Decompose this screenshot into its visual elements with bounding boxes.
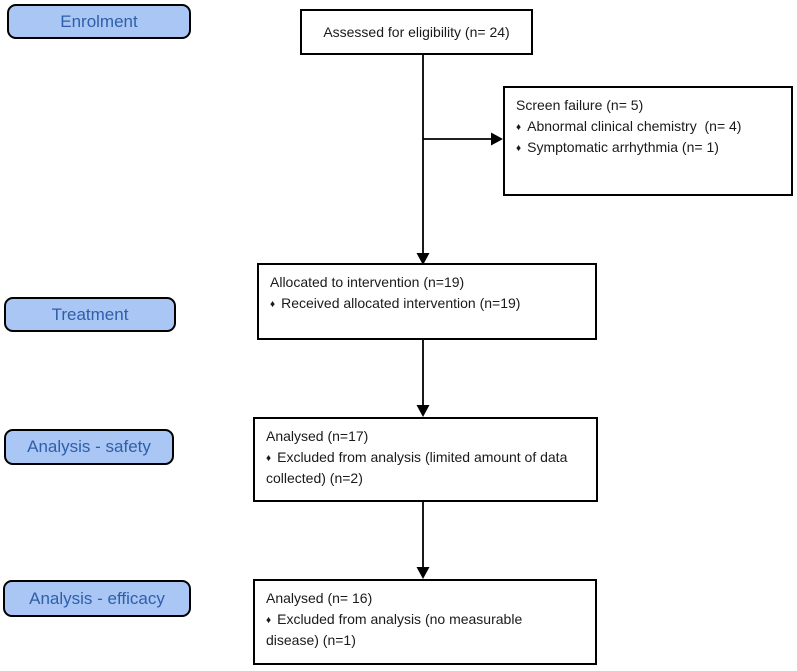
bullet-item: ♦ Abnormal clinical chemistry (n= 4) (516, 116, 767, 137)
stage-label-analysis-safety: Analysis - safety (4, 429, 174, 465)
stage-label-text: Analysis - efficacy (29, 588, 165, 608)
flow-box-analysed-efficacy: Analysed (n= 16) ♦Excluded from analysis… (253, 579, 597, 665)
bullet-text: Symptomatic arrhythmia (n= 1) (527, 139, 719, 155)
stage-label-enrolment: Enrolment (7, 4, 191, 39)
bullet-item: ♦ Received allocated intervention (n=19) (270, 293, 571, 314)
stage-label-analysis-efficacy: Analysis - efficacy (3, 580, 191, 617)
stage-label-treatment: Treatment (4, 297, 176, 332)
diamond-bullet-icon: ♦ (270, 299, 276, 310)
bullet-item: ♦Excluded from analysis (limited amount … (266, 447, 572, 489)
bullet-text: Received allocated intervention (n=19) (281, 295, 521, 311)
arrow-allocated-to-analysed-safety (416, 340, 430, 417)
box-title: Screen failure (n= 5) (516, 97, 644, 113)
flow-box-screen-failure: Screen failure (n= 5) ♦ Abnormal clinical… (503, 86, 793, 196)
box-title: Assessed for eligibility (n= 24) (323, 23, 510, 40)
flow-box-assessed: Assessed for eligibility (n= 24) (300, 9, 533, 55)
bullet-text: Abnormal clinical chemistry (n= 4) (527, 118, 742, 134)
bullet-text: Excluded from analysis (limited amount o… (266, 449, 572, 486)
diamond-bullet-icon: ♦ (266, 453, 272, 464)
bullet-text: Excluded from analysis (no measurable di… (266, 611, 527, 648)
stage-label-text: Treatment (51, 304, 129, 324)
bullet-item: ♦ Symptomatic arrhythmia (n= 1) (516, 137, 767, 158)
bullet-item: ♦Excluded from analysis (no measurable d… (266, 609, 571, 651)
arrow-analysed-safety-to-analysed-efficacy (416, 502, 430, 579)
flow-box-allocated: Allocated to intervention (n=19) ♦ Receiv… (257, 263, 597, 340)
box-title: Analysed (n=17) (266, 428, 369, 444)
diamond-bullet-icon: ♦ (516, 122, 522, 133)
arrow-assessed-to-allocated (416, 55, 430, 265)
stage-label-text: Analysis - safety (27, 437, 151, 456)
box-title: Analysed (n= 16) (266, 590, 373, 606)
box-title: Allocated to intervention (n=19) (270, 274, 465, 290)
flow-box-analysed-safety: Analysed (n=17) ♦Excluded from analysis … (253, 417, 598, 502)
diamond-bullet-icon: ♦ (516, 143, 522, 154)
arrow-assessed-to-screen-failure (423, 132, 503, 146)
diamond-bullet-icon: ♦ (266, 615, 272, 626)
stage-label-text: Enrolment (60, 11, 138, 31)
